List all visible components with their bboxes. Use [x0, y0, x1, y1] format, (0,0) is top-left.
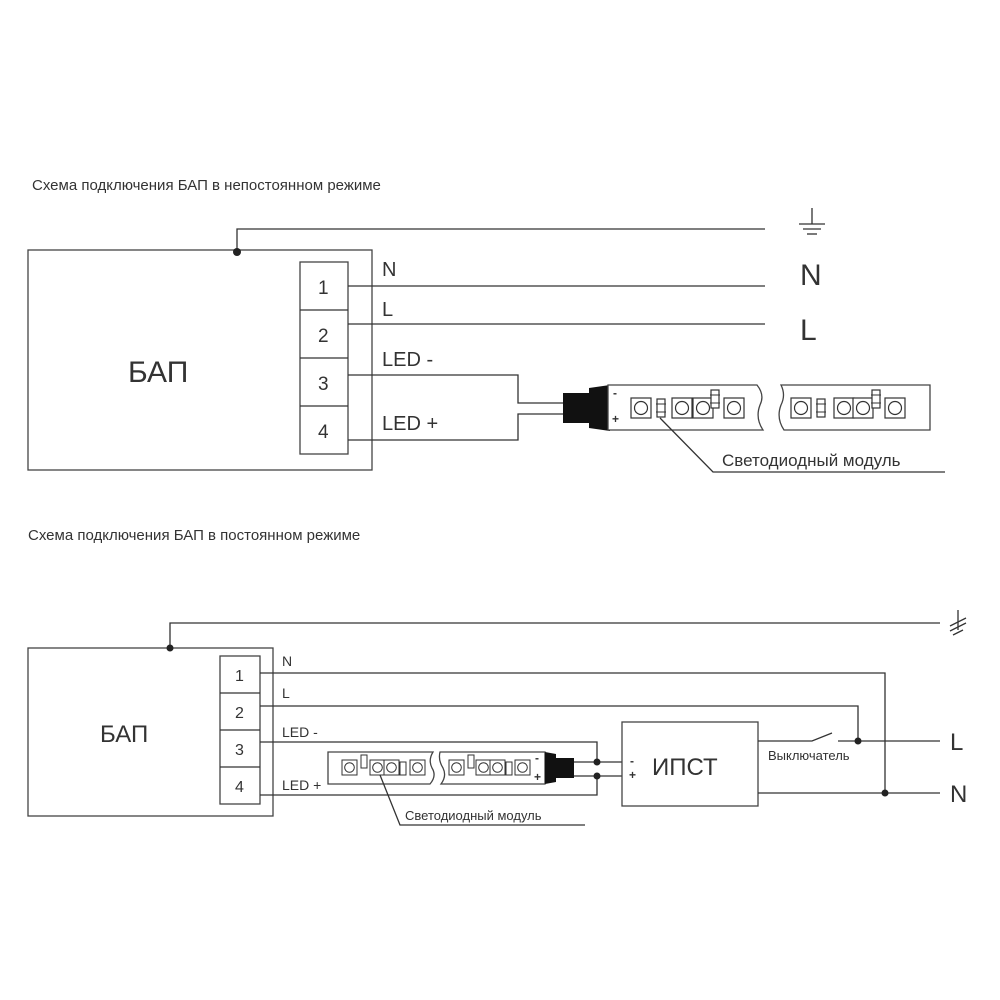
led-strip-continuation: [778, 384, 931, 431]
resistor: [816, 398, 826, 418]
strip2-minus-label: -: [535, 751, 539, 765]
switch-contact: [758, 732, 833, 742]
resistor: [656, 398, 666, 418]
network-l-label: L: [800, 314, 817, 347]
resistor: [871, 389, 881, 409]
driver-box: [621, 721, 759, 807]
led-chip: [790, 397, 812, 419]
strip-minus-label: -: [613, 386, 617, 400]
terminal-pin-4: 4: [318, 422, 329, 443]
diagram1-title: Схема подключения БАП в непостоянном реж…: [32, 177, 381, 194]
ground-icon-2: [949, 610, 967, 636]
module-callout-line: [659, 417, 945, 473]
led-chip: [884, 397, 906, 419]
terminal-pin-3: 3: [318, 374, 329, 395]
led-chip: [475, 759, 492, 776]
wire2-led-plus-label: LED +: [282, 777, 321, 793]
wire-led-plus: [348, 413, 565, 441]
diagram2-title: Схема подключения БАП в постоянном режим…: [28, 527, 360, 544]
terminal-pin-2: 2: [318, 326, 329, 347]
switch-label: Выключатель: [768, 748, 850, 763]
wire2-l-label: L: [282, 685, 290, 701]
led-chip: [692, 397, 714, 419]
wire2-n-label: N: [282, 653, 292, 669]
network2-n-label: N: [950, 781, 967, 808]
terminal2-pin-4: 4: [235, 779, 244, 796]
led-strip-2-continuation: - +: [438, 751, 546, 785]
wire2-n: [260, 672, 886, 793]
led-chip: [409, 759, 426, 776]
bap-unit-label-2: БАП: [100, 721, 148, 748]
network2-l-label: L: [950, 729, 963, 756]
resistor: [399, 761, 407, 776]
driver-minus-label: -: [630, 754, 634, 768]
diagram-non-permanent-mode: Схема подключения БАП в непостоянном реж…: [27, 177, 945, 473]
led-strip-2: [327, 751, 435, 785]
led-chip: [671, 397, 693, 419]
ground-icon: [799, 208, 825, 235]
resistor: [710, 389, 720, 409]
strip-plus-label: +: [612, 412, 619, 426]
led-chip: [514, 759, 531, 776]
terminal2-pin-3: 3: [235, 742, 244, 759]
wire2-led-plus: [260, 776, 598, 796]
wire-led-minus-label: LED -: [382, 349, 433, 371]
terminal2-pin-1: 1: [235, 668, 244, 685]
network-n-label: N: [800, 259, 822, 292]
wire-led-plus-label: LED +: [382, 413, 438, 435]
led-chip: [833, 397, 855, 419]
bap-unit-label: БАП: [128, 356, 188, 389]
resistor: [467, 754, 475, 769]
driver-label: ИПСТ: [652, 754, 718, 781]
led-strip: - +: [607, 384, 765, 431]
diagram-permanent-mode: Схема подключения БАП в постоянном режим…: [27, 527, 967, 826]
terminal-block-2: 1 2 3 4: [219, 655, 261, 805]
terminal-pin-1: 1: [318, 278, 329, 299]
module2-callout-line: [379, 774, 585, 826]
wire2-led-minus: [260, 741, 598, 762]
led-chip: [852, 397, 874, 419]
strip-connector: [563, 385, 610, 431]
led-chip: [383, 759, 400, 776]
ground-wire: [233, 228, 765, 256]
terminal2-pin-2: 2: [235, 705, 244, 722]
module2-label: Светодиодный модуль: [405, 808, 542, 823]
terminal-block: 1 2 3 4: [299, 261, 349, 455]
led-chip: [369, 759, 386, 776]
led-chip: [448, 759, 465, 776]
led-chip: [723, 397, 745, 419]
wire2-l: [260, 705, 859, 741]
wire-l-label: L: [382, 299, 393, 321]
led-chip: [630, 397, 652, 419]
strip-connector-2: [545, 752, 574, 784]
led-chip: [341, 759, 358, 776]
resistor: [360, 754, 368, 769]
led-chip: [489, 759, 506, 776]
wire-led-minus: [348, 374, 565, 404]
wire-n-label: N: [382, 259, 396, 281]
ground-wire-2: [166, 622, 940, 652]
wire2-led-minus-label: LED -: [282, 724, 318, 740]
driver-plus-label: +: [629, 768, 636, 782]
module-label: Светодиодный модуль: [722, 451, 901, 470]
resistor: [505, 761, 513, 776]
strip2-plus-label: +: [534, 770, 541, 784]
